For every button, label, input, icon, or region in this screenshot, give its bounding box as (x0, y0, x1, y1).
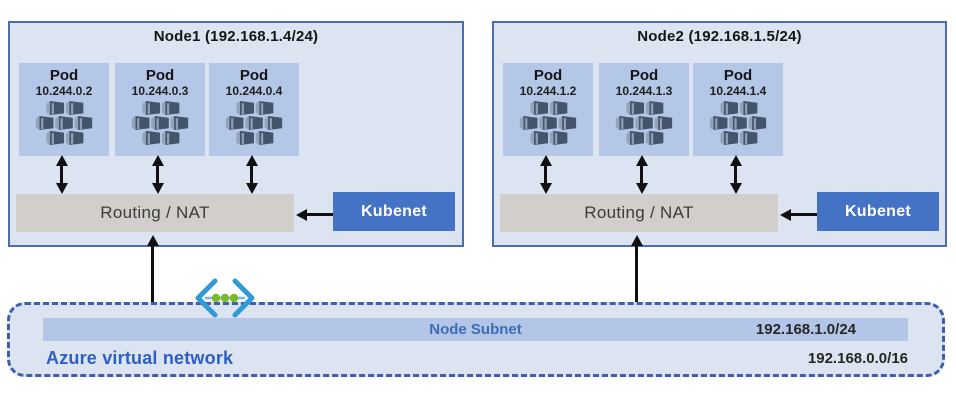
pod-ip: 10.244.1.4 (709, 84, 767, 98)
containers-cluster-icon (115, 101, 205, 150)
vnet-footer-row: Azure virtual network 192.168.0.0/16 (46, 348, 912, 370)
containers-cluster-icon (599, 101, 689, 150)
routing-nat-bar: Routing / NAT (16, 194, 294, 232)
containers-cluster-icon (209, 101, 299, 150)
kubenet-box: Kubenet (333, 192, 455, 231)
routing-nat-bar: Routing / NAT (500, 194, 778, 232)
pod-label: Pod (723, 67, 753, 84)
pod-routing-arrow (156, 165, 159, 184)
pod-label: Pod (49, 67, 79, 84)
pod-routing-arrow (544, 165, 547, 184)
pod-routing-arrow (734, 165, 737, 184)
pod-routing-arrow (60, 165, 63, 184)
pod-ip: 10.244.0.2 (35, 84, 93, 98)
pod-box: Pod 10.244.0.2 (19, 63, 109, 156)
pod-label: Pod (239, 67, 269, 84)
pod-ip: 10.244.0.4 (225, 84, 283, 98)
node-subnet-label: Node Subnet (429, 321, 522, 338)
pod-routing-arrow (640, 165, 643, 184)
azure-vnet-label: Azure virtual network (46, 348, 234, 368)
pod-label: Pod (145, 67, 175, 84)
containers-cluster-icon (693, 101, 783, 150)
pod-ip: 10.244.1.2 (519, 84, 577, 98)
node-subnet-bar: Node Subnet 192.168.1.0/24 (43, 318, 908, 341)
pod-box: Pod 10.244.0.3 (115, 63, 205, 156)
pod-box: Pod 10.244.1.4 (693, 63, 783, 156)
pod-box: Pod 10.244.1.2 (503, 63, 593, 156)
kubenet-routing-arrow (306, 213, 333, 216)
pod-ip: 10.244.1.3 (615, 84, 673, 98)
kubenet-routing-arrow (790, 213, 817, 216)
pod-box: Pod 10.244.1.3 (599, 63, 689, 156)
containers-cluster-icon (19, 101, 109, 150)
virtual-network-icon (193, 278, 257, 323)
node1-title: Node1 (192.168.1.4/24) (153, 28, 319, 45)
kubenet-box: Kubenet (817, 192, 939, 231)
pod-label: Pod (629, 67, 659, 84)
pod-label: Pod (533, 67, 563, 84)
azure-vnet-box: Node Subnet 192.168.1.0/24 Azure virtual… (7, 302, 945, 377)
pod-box: Pod 10.244.0.4 (209, 63, 299, 156)
node2-title: Node2 (192.168.1.5/24) (637, 28, 802, 45)
azure-vnet-cidr: 192.168.0.0/16 (807, 350, 908, 367)
node-subnet-cidr: 192.168.1.0/24 (755, 321, 856, 338)
pod-routing-arrow (250, 165, 253, 184)
pod-ip: 10.244.0.3 (131, 84, 189, 98)
node-subnet-arrow (151, 245, 154, 308)
containers-cluster-icon (503, 101, 593, 150)
node-subnet-arrow (635, 245, 638, 308)
